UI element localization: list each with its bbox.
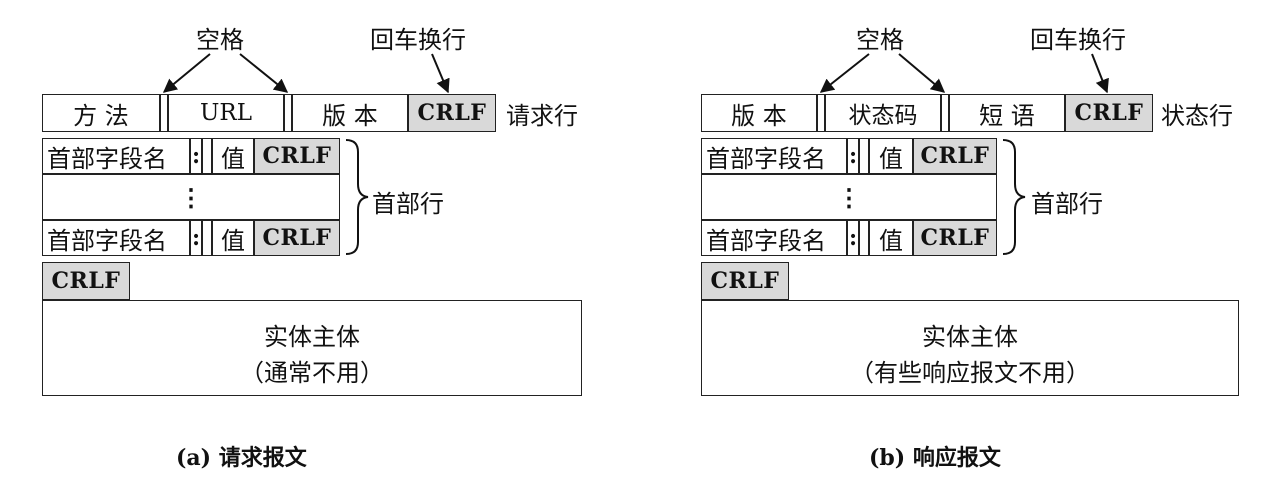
space-label: 空格 (856, 26, 904, 54)
caption: (a) 请求报文 (176, 445, 307, 471)
status-line-label: 状态行 (1161, 102, 1233, 130)
header-colon: : (190, 220, 202, 256)
space-arrow-2 (898, 53, 946, 93)
status-line-crlf: CRLF (1065, 94, 1153, 132)
space-separator-2 (284, 94, 292, 132)
request-line-label: 请求行 (506, 102, 578, 130)
request-line-crlf: CRLF (408, 94, 496, 132)
crlf-arrow (1091, 53, 1109, 94)
header-crlf: CRLF (254, 220, 340, 256)
caption: (b) 响应报文 (869, 445, 1001, 471)
header-name-field: 首部字段名 (701, 138, 847, 174)
header-name-field: 首部字段名 (42, 220, 190, 256)
header-brace (1002, 139, 1026, 255)
header-value-field: 值 (212, 220, 254, 256)
version-field: 版 本 (292, 94, 408, 132)
header-ellipsis-row: ⋮ (42, 174, 340, 220)
space-label: 空格 (196, 26, 244, 54)
blank-line-crlf: CRLF (701, 262, 789, 300)
url-field: URL (168, 94, 284, 132)
header-value-field: 值 (869, 220, 913, 256)
header-name-field: 首部字段名 (701, 220, 847, 256)
space-arrow-2 (239, 53, 289, 93)
entity-body: 实体主体 （通常不用） (42, 300, 582, 396)
header-value-field: 值 (212, 138, 254, 174)
header-colon: : (847, 220, 859, 256)
header-crlf: CRLF (254, 138, 340, 174)
blank-line-crlf: CRLF (42, 262, 130, 300)
entity-body-title: 实体主体 (922, 323, 1018, 351)
space-separator-1 (817, 94, 825, 132)
header-ellipsis-row: ⋮ (701, 174, 997, 220)
header-lines-label: 首部行 (372, 190, 444, 218)
header-colon: : (190, 138, 202, 174)
header-lines-label: 首部行 (1031, 190, 1103, 218)
space-separator-2 (941, 94, 949, 132)
header-brace (345, 139, 369, 255)
header-space-separator (202, 138, 212, 174)
request-message-diagram: 空格 回车换行 方 法 URL 版 本 CRLF 请求行 首部字段名 : 值 C… (42, 26, 582, 471)
header-value-field: 值 (869, 138, 913, 174)
status-code-field: 状态码 (825, 94, 941, 132)
entity-body-note: （通常不用） (240, 359, 384, 387)
space-arrow-1 (819, 53, 870, 93)
space-arrow-1 (162, 53, 211, 93)
space-separator-1 (160, 94, 168, 132)
crlf-arrow (431, 53, 450, 94)
entity-body: 实体主体 （有些响应报文不用） (701, 300, 1239, 396)
response-message-diagram: 空格 回车换行 版 本 状态码 短 语 CRLF 状态行 首部字段名 : 值 C… (641, 0, 1282, 492)
version-field: 版 本 (701, 94, 817, 132)
header-space-separator (859, 220, 869, 256)
entity-body-note: （有些响应报文不用） (850, 359, 1090, 387)
header-colon: : (847, 138, 859, 174)
crlf-top-label: 回车换行 (370, 26, 466, 54)
header-name-field: 首部字段名 (42, 138, 190, 174)
phrase-field: 短 语 (949, 94, 1065, 132)
header-space-separator (202, 220, 212, 256)
header-space-separator (859, 138, 869, 174)
header-crlf: CRLF (913, 138, 997, 174)
entity-body-title: 实体主体 (264, 323, 360, 351)
method-field: 方 法 (42, 94, 160, 132)
crlf-top-label: 回车换行 (1030, 26, 1126, 54)
header-crlf: CRLF (913, 220, 997, 256)
